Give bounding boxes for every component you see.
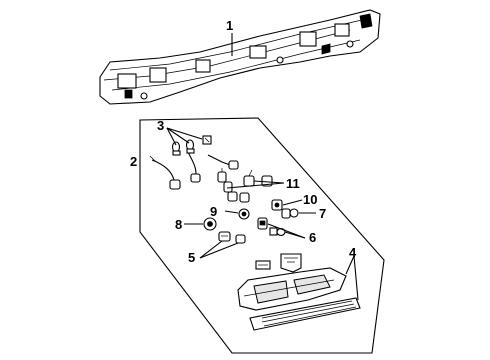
small-bracket bbox=[255, 260, 271, 270]
callout-1: 1 bbox=[226, 18, 233, 33]
turn-signal-lens bbox=[249, 297, 361, 331]
callout-7: 7 bbox=[319, 206, 326, 221]
socket-9 bbox=[238, 208, 250, 220]
headlamp-housing bbox=[237, 267, 347, 311]
bulb-7 bbox=[281, 208, 299, 219]
socket-11b bbox=[223, 181, 233, 193]
bulb-3c bbox=[202, 135, 212, 145]
socket-11a bbox=[217, 168, 227, 183]
header-panel bbox=[99, 9, 381, 105]
socket-5a bbox=[218, 231, 231, 242]
leader-lines bbox=[166, 33, 359, 301]
mount-bracket bbox=[280, 253, 302, 273]
callout-10: 10 bbox=[303, 192, 317, 207]
socket-wire-mid bbox=[187, 151, 201, 183]
socket-11f bbox=[239, 192, 250, 203]
callout-8: 8 bbox=[175, 217, 182, 232]
socket-wire-left bbox=[149, 155, 181, 190]
socket-11c bbox=[243, 169, 255, 187]
socket-11e bbox=[227, 191, 238, 202]
assembly-outline bbox=[139, 117, 385, 354]
callout-4: 4 bbox=[349, 245, 357, 260]
socket-6a bbox=[257, 217, 268, 230]
callout-3: 3 bbox=[157, 118, 164, 133]
callout-5: 5 bbox=[188, 250, 195, 265]
socket-5b bbox=[235, 234, 246, 244]
callout-9: 9 bbox=[210, 204, 217, 219]
socket-10 bbox=[271, 199, 283, 211]
socket-8 bbox=[203, 217, 217, 231]
socket-wire-right bbox=[207, 154, 239, 170]
callout-6: 6 bbox=[309, 230, 316, 245]
bulb-3a bbox=[171, 141, 181, 156]
callout-2: 2 bbox=[130, 154, 137, 169]
callout-11: 11 bbox=[286, 176, 300, 191]
